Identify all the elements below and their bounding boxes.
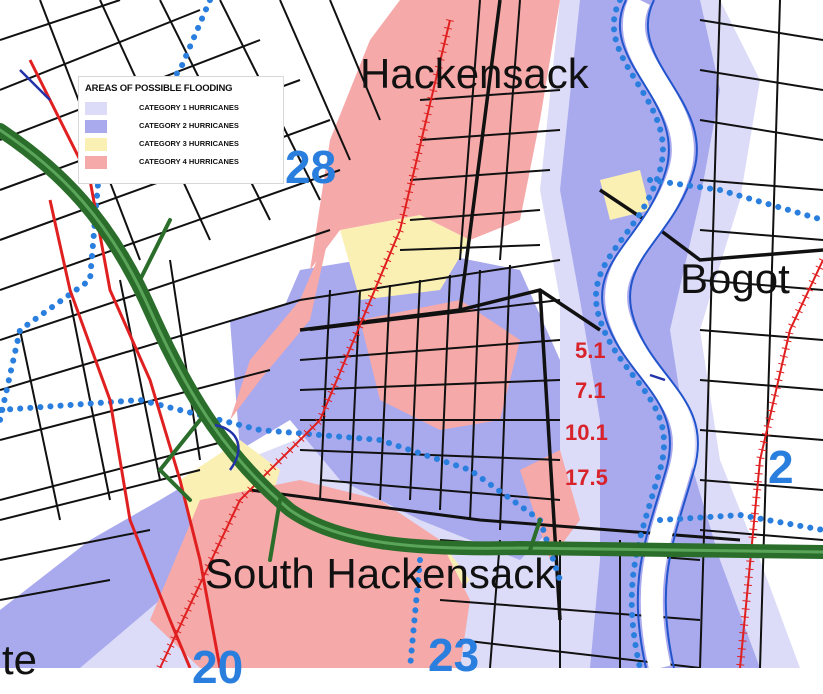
flood-legend: AREAS OF POSSIBLE FLOODING CATEGORY 1 HU… bbox=[78, 76, 284, 184]
legend-swatch-category-1 bbox=[85, 102, 107, 115]
legend-swatch-category-3 bbox=[85, 138, 107, 151]
surge-height-label: 10.1 bbox=[565, 420, 608, 445]
zone-number-23: 23 bbox=[428, 629, 480, 681]
legend-item-category-3: CATEGORY 3 HURRICANES bbox=[85, 137, 281, 152]
legend-label: CATEGORY 3 HURRICANES bbox=[139, 139, 239, 148]
river-bank-left bbox=[600, 0, 672, 668]
zone-number-28: 28 bbox=[285, 141, 337, 193]
legend-label: CATEGORY 1 HURRICANES bbox=[139, 103, 239, 112]
hackensack-river bbox=[605, 0, 695, 668]
place-label-hackensack: Hackensack bbox=[360, 50, 589, 97]
legend-label: CATEGORY 4 HURRICANES bbox=[139, 157, 239, 166]
zone-number-20: 20 bbox=[192, 641, 244, 693]
legend-swatch-category-4 bbox=[85, 156, 107, 169]
legend-item-category-1: CATEGORY 1 HURRICANES bbox=[85, 101, 281, 116]
evacuation-route bbox=[0, 123, 823, 562]
legend-item-category-2: CATEGORY 2 HURRICANES bbox=[85, 119, 281, 134]
flood-map bbox=[0, 0, 823, 668]
legend-item-category-4: CATEGORY 4 HURRICANES bbox=[85, 155, 281, 170]
legend-swatch-category-2 bbox=[85, 120, 107, 133]
zone-number-partial: 2 bbox=[768, 441, 794, 493]
flood-category-4-area bbox=[150, 0, 580, 668]
surge-height-label: 5.1 bbox=[575, 338, 606, 363]
surge-height-label: 17.5 bbox=[565, 465, 608, 490]
blue-detail-lines bbox=[19, 69, 666, 471]
river-bank-right bbox=[628, 0, 700, 668]
place-label-south-hackensack: South Hackensack bbox=[205, 550, 556, 597]
legend-label: CATEGORY 2 HURRICANES bbox=[139, 121, 239, 130]
railroad bbox=[156, 19, 823, 668]
place-label-bogota: Bogot bbox=[680, 255, 790, 302]
legend-title: AREAS OF POSSIBLE FLOODING bbox=[85, 83, 233, 94]
place-label-partial: te bbox=[2, 636, 38, 683]
surge-height-label: 7.1 bbox=[575, 378, 606, 403]
